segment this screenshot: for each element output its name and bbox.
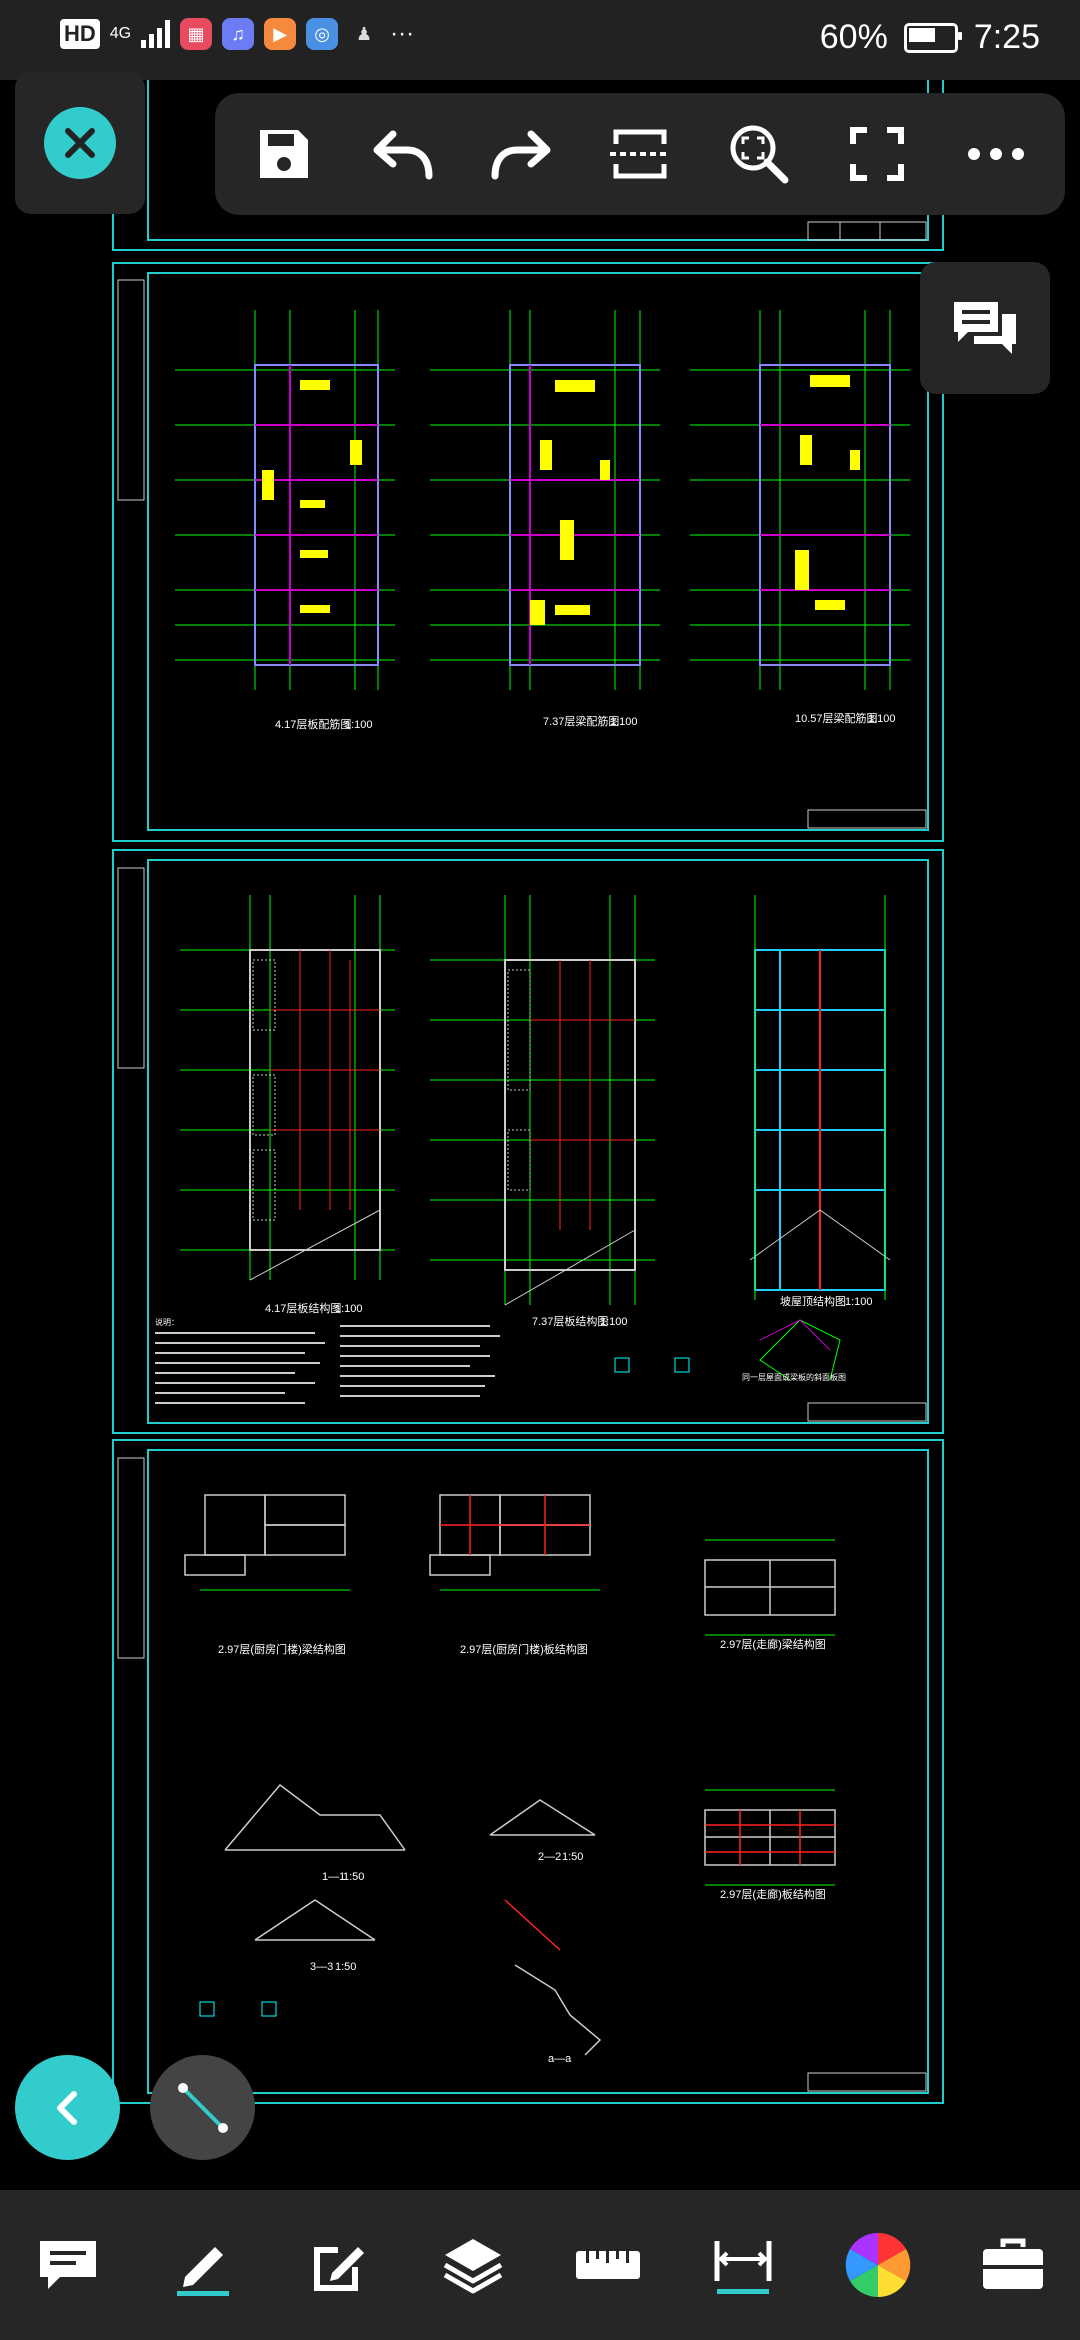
section-3-label: 3—3 xyxy=(310,1961,333,1973)
close-icon xyxy=(44,107,116,179)
sheet4-title-4: 2.97层(走廊)板结构图 xyxy=(720,1887,826,1901)
fullscreen-button[interactable] xyxy=(832,109,922,199)
more-notifications-icon: ··· xyxy=(390,20,415,47)
section-1-scale: 1:50 xyxy=(343,1871,364,1883)
qq-app-icon: ♟ xyxy=(356,23,373,44)
layers-icon xyxy=(443,2239,502,2294)
sheet2-title-1: 4.17层板配筋图 xyxy=(275,717,351,731)
section-1-label: 1—1 xyxy=(322,1871,345,1883)
layers-button[interactable] xyxy=(418,2210,528,2320)
edit-button[interactable] xyxy=(283,2210,393,2320)
ruler-icon xyxy=(575,2251,640,2279)
redo-icon xyxy=(491,130,551,180)
sheet-2: 4.17层板配筋图 1:100 7.37层梁配筋图 1:100 10.57层梁配… xyxy=(112,262,944,842)
comment-icon xyxy=(39,2241,96,2289)
battery-percent: 60% xyxy=(819,18,888,56)
network-type: 4G xyxy=(109,25,132,42)
sheet2-title-3: 10.57层梁配筋图 xyxy=(795,711,878,725)
clock: 7:25 xyxy=(973,18,1040,56)
sheet2-scale-2: 1:100 xyxy=(610,716,638,728)
section-3-scale: 1:50 xyxy=(335,1961,356,1973)
split-view-button[interactable] xyxy=(595,109,685,199)
edit-icon xyxy=(313,2247,364,2291)
redo-button[interactable] xyxy=(476,109,566,199)
measure-line-button[interactable] xyxy=(150,2055,255,2160)
sheet2-title-2: 7.37层梁配筋图 xyxy=(543,714,619,728)
music-app-icon: ♫ xyxy=(222,18,255,50)
status-bar: HD 4G ▦ ♫ ▶ ◎ ♟ ··· 60% 7:25 xyxy=(0,0,1080,80)
save-icon xyxy=(260,130,309,178)
sheet3-title-2: 7.37层板结构图 xyxy=(532,1314,608,1328)
sheet2-scale-1: 1:100 xyxy=(345,719,373,731)
more-icon xyxy=(967,148,1024,160)
sheet3-scale-1: 1:100 xyxy=(335,1303,363,1315)
annotation-comment-button[interactable] xyxy=(13,2210,123,2320)
section-2-scale: 1:50 xyxy=(562,1851,583,1863)
drawing-canvas[interactable]: 4.17层板配筋图 1:100 7.37层梁配筋图 1:100 10.57层梁配… xyxy=(0,69,1080,2190)
chevron-left-icon xyxy=(56,2090,77,2125)
video-app-icon: ▶ xyxy=(264,18,297,50)
sheet-3: 4.17层板结构图 1:100 7.37层板结构图 1:100 坡屋顶结构图 1… xyxy=(112,849,944,1434)
sheet-4: 2.97层(厨房门楼)梁结构图 2.97层(厨房门楼)板结构图 2.97层(走廊… xyxy=(112,1439,944,2104)
fullscreen-icon xyxy=(850,127,905,181)
dimension-icon xyxy=(714,2241,771,2294)
browser-app-icon: ◎ xyxy=(306,18,339,50)
hd-badge: HD xyxy=(60,19,100,49)
cad-drawing: 4.17层板配筋图 1:100 7.37层梁配筋图 1:100 10.57层梁配… xyxy=(112,69,944,2104)
color-picker-button[interactable] xyxy=(823,2210,933,2320)
pen-icon xyxy=(176,2247,229,2296)
comments-icon xyxy=(954,302,1016,354)
undo-button[interactable] xyxy=(358,109,448,199)
more-button[interactable] xyxy=(951,109,1041,199)
save-button[interactable] xyxy=(239,109,329,199)
section-2-label: 2—2 xyxy=(538,1851,561,1863)
sheet3-detail-title: 同一层屋面或梁板的斜面板图 xyxy=(742,1372,846,1382)
toolbox-icon xyxy=(982,2238,1043,2289)
zoom-fit-icon xyxy=(730,125,789,184)
pen-button[interactable] xyxy=(148,2210,258,2320)
comments-button[interactable] xyxy=(920,262,1050,394)
ruler-button[interactable] xyxy=(553,2210,663,2320)
undo-icon xyxy=(373,130,433,180)
sheet4-title-2: 2.97层(厨房门楼)板结构图 xyxy=(460,1642,588,1656)
sheet4-title-3: 2.97层(走廊)梁结构图 xyxy=(720,1637,826,1651)
sheet2-scale-3: 1:100 xyxy=(868,713,896,725)
bottom-toolbar xyxy=(0,2190,1080,2340)
top-toolbar xyxy=(215,93,1065,215)
signal-icon xyxy=(141,20,171,48)
section-a-label: a—a xyxy=(548,2053,572,2065)
close-button[interactable] xyxy=(15,72,145,214)
toolbox-button[interactable] xyxy=(958,2210,1068,2320)
sheet4-title-1: 2.97层(厨房门楼)梁结构图 xyxy=(218,1642,346,1656)
battery-icon xyxy=(903,22,962,53)
color-wheel-icon xyxy=(845,2232,910,2298)
sheet3-scale-3: 1:100 xyxy=(845,1296,873,1308)
sheet3-notes-title: 说明： xyxy=(155,1317,179,1327)
line-tool-icon xyxy=(177,2082,228,2133)
zoom-fit-button[interactable] xyxy=(714,109,804,199)
sheet3-title-1: 4.17层板结构图 xyxy=(265,1301,341,1315)
sheet3-title-3: 坡屋顶结构图 xyxy=(780,1294,846,1308)
dimension-button[interactable] xyxy=(688,2210,798,2320)
status-bar-left: HD 4G ▦ ♫ ▶ ◎ ♟ ··· xyxy=(60,18,414,50)
status-bar-right: 60% 7:25 xyxy=(820,18,1040,57)
back-button[interactable] xyxy=(15,2055,120,2160)
split-view-icon xyxy=(609,129,670,179)
app-notification-icon: ▦ xyxy=(180,18,213,50)
sheet3-scale-2: 1:100 xyxy=(600,1316,628,1328)
